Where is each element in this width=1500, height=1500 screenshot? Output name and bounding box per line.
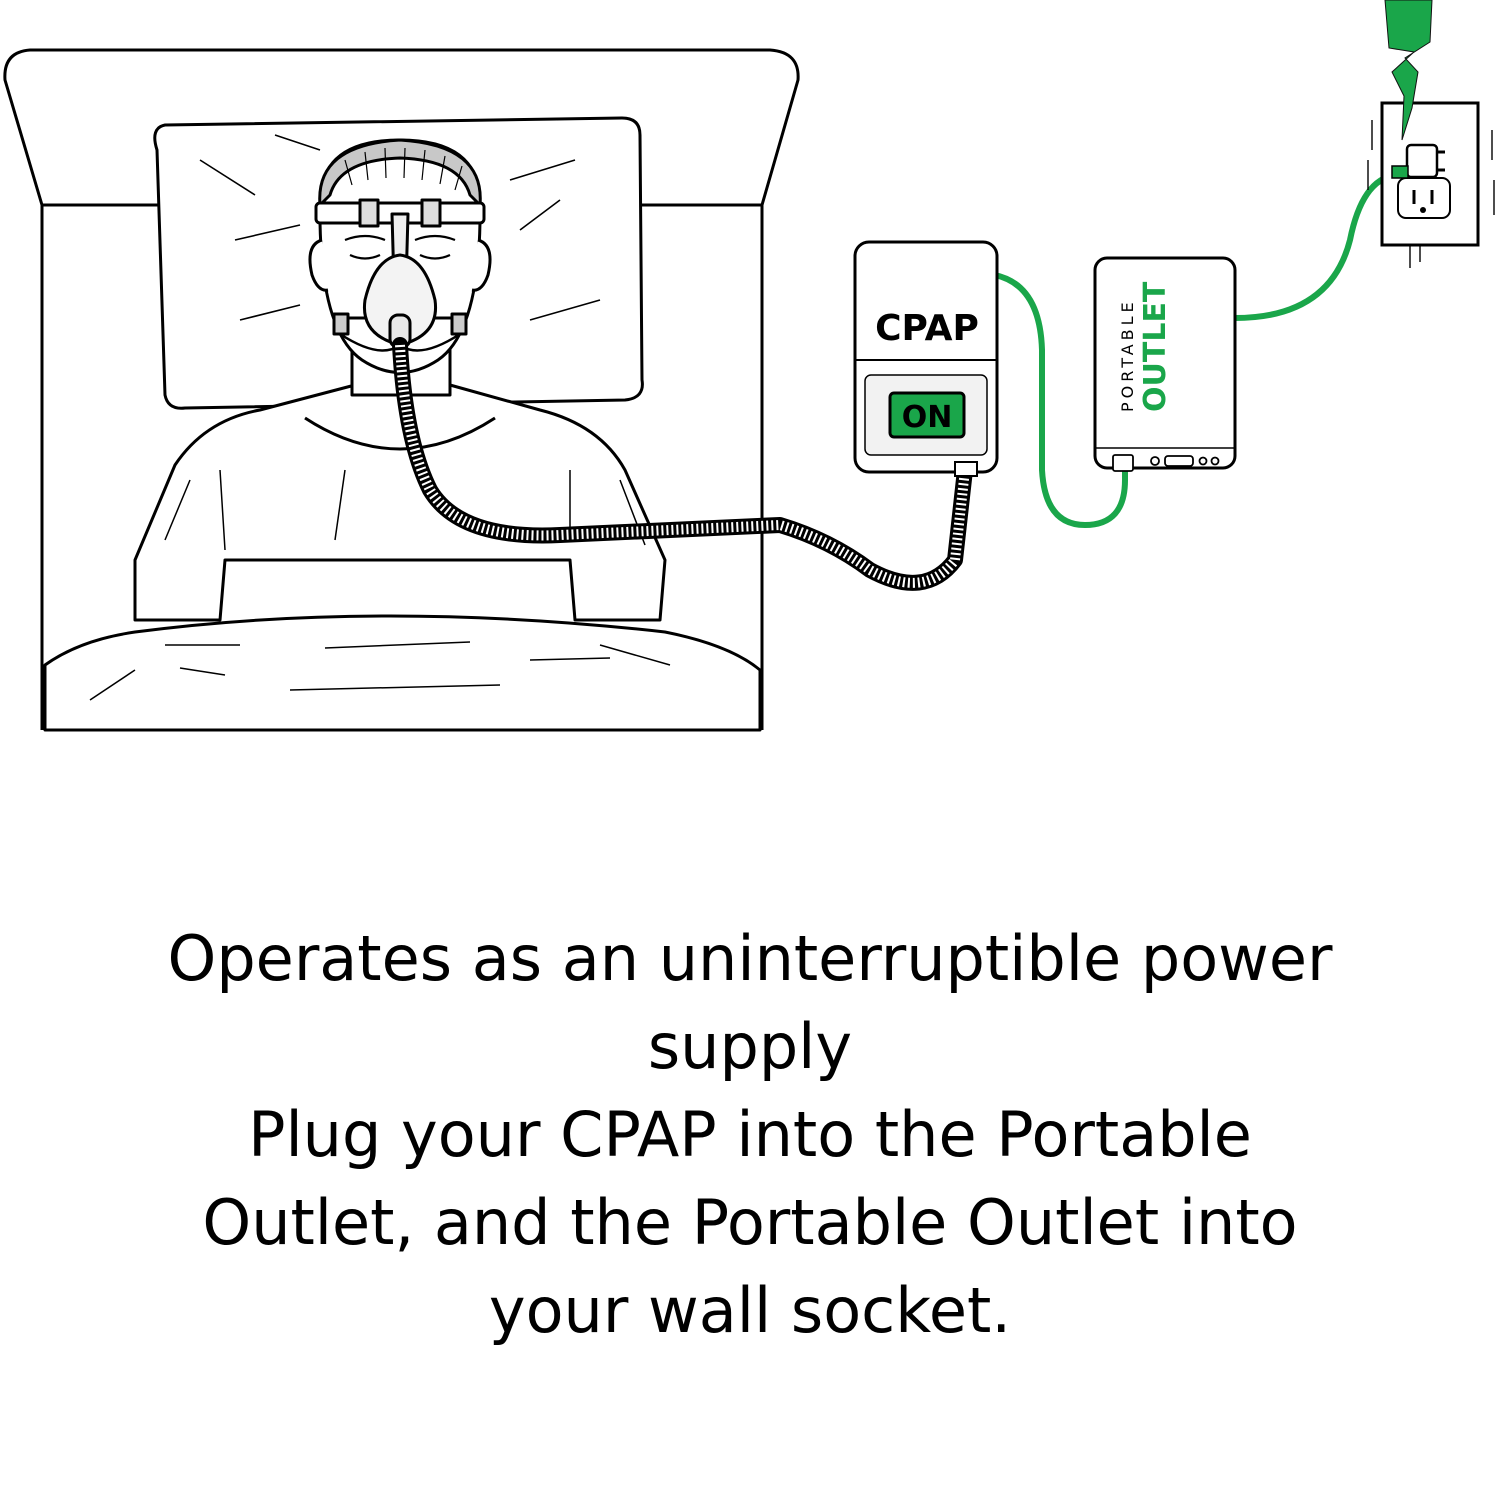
caption-line-3: Plug your CPAP into the Portable bbox=[248, 1098, 1252, 1171]
left-ear bbox=[308, 238, 329, 292]
patient-body bbox=[133, 383, 667, 622]
cpap-mask bbox=[314, 198, 486, 352]
left-eye bbox=[349, 253, 381, 260]
outlet-brand-top: PORTABLE bbox=[1118, 298, 1137, 412]
outlet-ports bbox=[1112, 454, 1220, 472]
right-eye bbox=[419, 253, 451, 260]
right-ear bbox=[471, 238, 492, 292]
portable-outlet-device: PORTABLE OUTLET bbox=[1093, 256, 1237, 472]
caption-line-1: Operates as an uninterruptible power bbox=[167, 922, 1333, 995]
blanket bbox=[43, 614, 762, 732]
cpap-on-button bbox=[888, 391, 966, 439]
caption-line-5: your wall socket. bbox=[488, 1274, 1012, 1347]
caption: Operates as an uninterruptible power sup… bbox=[100, 915, 1400, 1355]
cpap-setup-illustration: CPAP ON PORTABLE OUTLET bbox=[3, 0, 1495, 732]
power-cables bbox=[992, 169, 1411, 528]
lightning-bolt-icon bbox=[1384, 0, 1433, 141]
cable-cpap-to-outlet bbox=[992, 272, 1128, 528]
caption-line-2: supply bbox=[647, 1010, 853, 1083]
caption-line-4: Outlet, and the Portable Outlet into bbox=[202, 1186, 1298, 1259]
cpap-on-button-label: ON bbox=[902, 400, 953, 435]
air-hose bbox=[392, 337, 973, 591]
cpap-machine: CPAP ON bbox=[853, 240, 999, 477]
cpap-label: CPAP bbox=[875, 308, 979, 349]
cable-outlet-to-wall bbox=[1232, 169, 1411, 321]
wall-socket bbox=[1367, 101, 1495, 268]
outlet-brand-bottom: OUTLET bbox=[1138, 281, 1173, 412]
